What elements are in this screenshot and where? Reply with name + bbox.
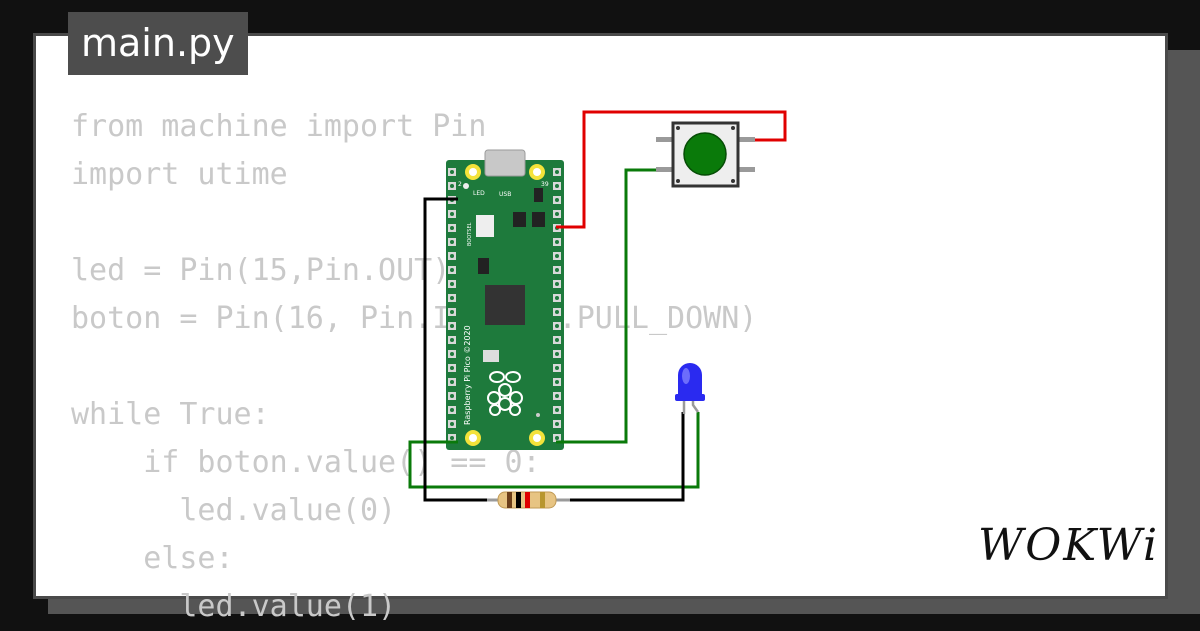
gpio-pin-hole [450,240,454,244]
gpio-pin-hole [555,198,559,202]
gpio-pin-hole [450,338,454,342]
led-label: LED [473,190,485,197]
gpio-pin-hole [450,366,454,370]
gpio-pin-hole [450,352,454,356]
chip-small [478,258,489,274]
gpio-pin-hole [555,352,559,356]
gpio-pin-hole [555,296,559,300]
gpio-pin-hole [450,422,454,426]
gpio-pin-hole [450,436,454,440]
gpio-pin-hole [555,254,559,258]
gpio-pin-hole [555,282,559,286]
gpio-pin-hole [450,380,454,384]
chip-small [534,188,543,202]
code-listing: from machine import Pin import utime led =… [71,103,757,631]
gpio-pin-hole [450,268,454,272]
button-leg [737,167,755,172]
push-button[interactable] [656,121,755,188]
gpio-pin-hole [450,324,454,328]
gpio-pin-hole [555,436,559,440]
resistor-band [525,492,530,508]
button-leg [656,137,674,142]
gpio-pin-hole [450,310,454,314]
raspberry-logo-icon [487,371,523,416]
button-leg [656,167,674,172]
onboard-led [463,183,469,189]
usb-label: USB [499,191,511,198]
gpio-pin-hole [555,380,559,384]
gpio-pin-hole [555,212,559,216]
gpio-pin-hole [555,310,559,314]
pin-39-label: 39 [541,181,549,188]
gpio-pin-hole [450,394,454,398]
chip-small [532,212,545,227]
gpio-pin-hole [450,296,454,300]
resistor-band [540,492,545,508]
gpio-pin-hole [450,254,454,258]
pin-2-label: 2 [458,181,462,188]
code-line: led.value(0) [71,493,397,528]
preview-card: from machine import Pin import utime led =… [33,33,1168,624]
code-line: import utime [71,157,288,192]
resistor[interactable] [487,491,570,509]
gpio-pin-hole [450,212,454,216]
code-line: from machine import Pin [71,109,487,144]
code-line: else: [71,541,234,576]
gpio-pin-hole [555,184,559,188]
gpio-pin-hole [555,408,559,412]
gpio-pin-hole [555,422,559,426]
gpio-pin-hole [450,282,454,286]
gpio-pin-hole [450,170,454,174]
code-line: while True: [71,397,270,432]
gpio-pin-hole [450,408,454,412]
gpio-pin-hole [555,366,559,370]
bootsel-label: BOOTSEL [467,222,473,246]
flash-chip [483,350,499,362]
gpio-pin-hole [555,324,559,328]
wokwi-logo: WOKWi [978,520,1160,571]
usb-connector [484,149,526,177]
chip-small [513,212,526,227]
green-wire-button [556,168,670,444]
code-line: led = Pin(15,Pin.OUT) [71,253,451,288]
board-label: Raspberry Pi Pico ©2020 [463,325,472,425]
gpio-pin-hole [555,268,559,272]
red-wire [556,110,787,229]
button-cap [683,132,727,176]
rp2040-chip [485,285,525,325]
gpio-pin-hole [555,394,559,398]
button-leg [737,137,755,142]
gpio-pin-hole [450,184,454,188]
bootsel-button [476,215,494,237]
blue-led[interactable] [675,363,705,414]
file-tab[interactable]: main.py [68,12,248,75]
code-line: if boton.value() == 0: [71,445,541,480]
resistor-band [516,492,521,508]
black-wire-resistor [555,412,685,502]
black-wire-ground [423,197,500,502]
gpio-pin-hole [555,338,559,342]
code-line: led.value(1) [71,589,397,624]
gpio-pin-hole [555,240,559,244]
raspberry-pi-pico-board[interactable]: LED USB 2 39 BOOTSEL Raspberry Pi Pico ©… [446,149,564,450]
resistor-band [507,492,512,508]
gpio-pin-hole [555,170,559,174]
gpio-pin-hole [450,226,454,230]
left-pin-header [448,168,456,442]
